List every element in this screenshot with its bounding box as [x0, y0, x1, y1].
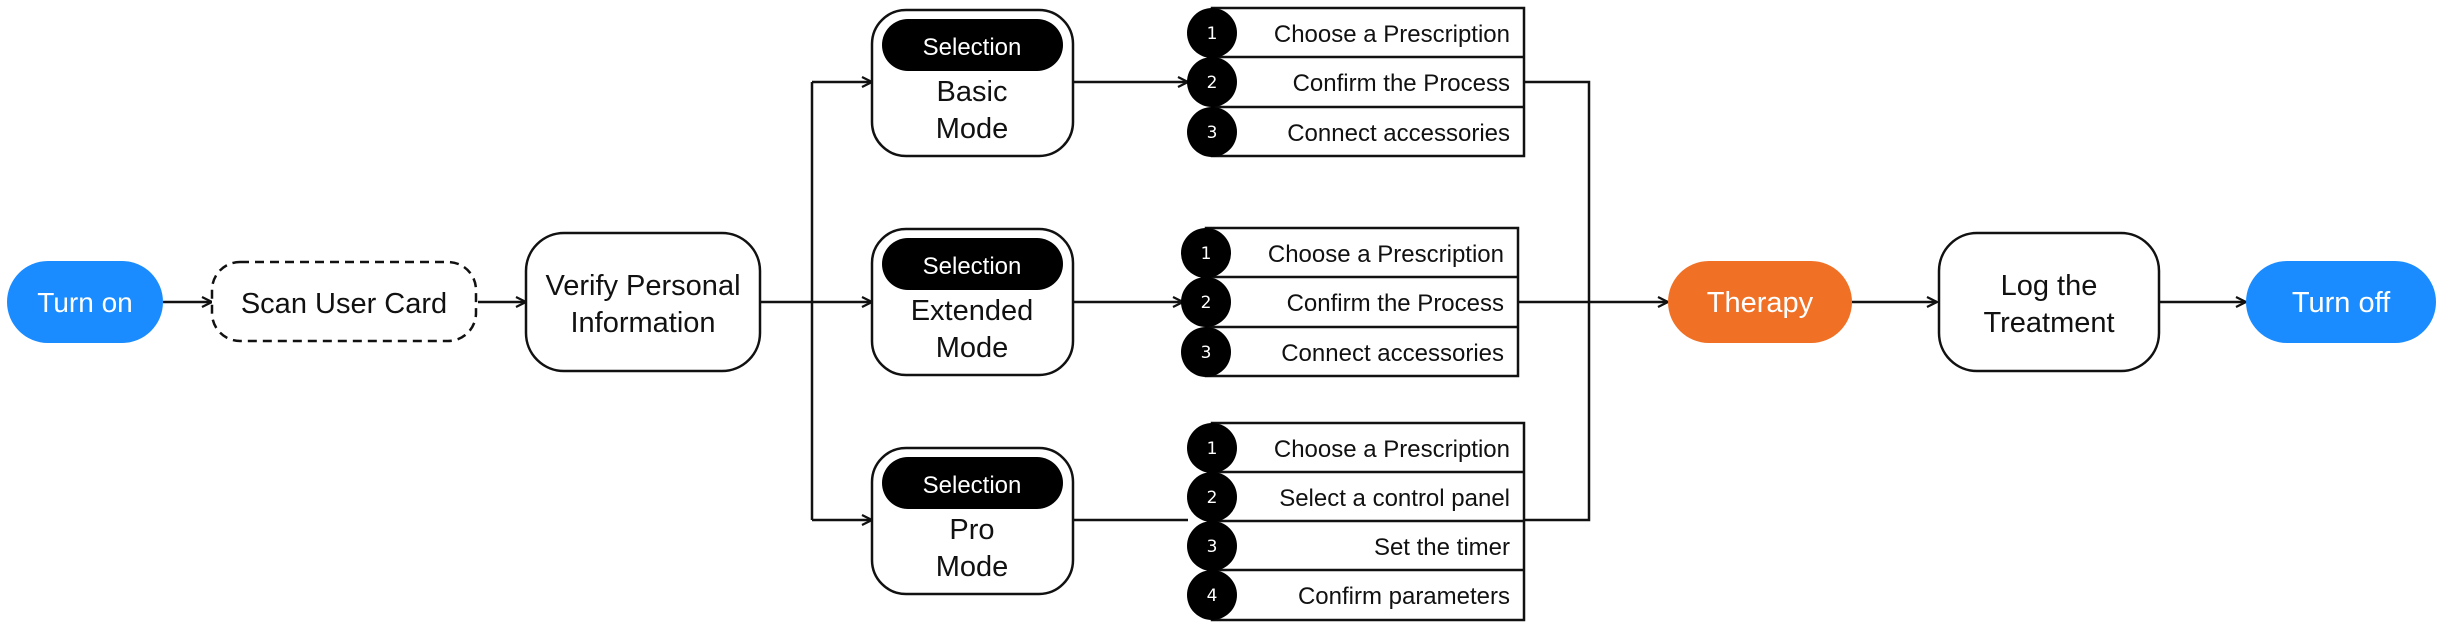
step-number-badge: 2: [1207, 488, 1218, 508]
node-verify-information: Verify Personal Information: [524, 231, 762, 373]
extended-step-1: 1 Choose a Prescription: [1181, 228, 1504, 278]
extended-steps: 1 Choose a Prescription 2 Confirm the Pr…: [1181, 226, 1520, 378]
basic-mode-line1: Basic: [937, 76, 1008, 108]
pro-step-4: 4 Confirm parameters: [1187, 570, 1510, 620]
step-label: Confirm the Process: [1293, 70, 1510, 97]
basic-step-2: 2 Confirm the Process: [1187, 57, 1510, 107]
turn-on-label: Turn on: [37, 287, 132, 318]
step-number-badge: 2: [1207, 73, 1218, 93]
node-extended-mode: Selection Extended Mode: [870, 227, 1075, 377]
step-number-badge: 1: [1207, 439, 1218, 459]
verify-label-line2: Information: [570, 307, 715, 339]
step-label: Choose a Prescription: [1274, 21, 1510, 48]
step-number-badge: 1: [1201, 244, 1212, 264]
extended-selection-tag: Selection: [923, 253, 1022, 280]
step-label: Confirm parameters: [1298, 583, 1510, 610]
therapy-label: Therapy: [1707, 287, 1814, 319]
pro-mode-line2: Mode: [936, 551, 1009, 583]
step-label: Set the timer: [1374, 534, 1510, 561]
extended-step-2: 2 Confirm the Process: [1181, 277, 1504, 327]
node-turn-on: Turn on: [7, 261, 163, 343]
verify-label-line1: Verify Personal: [545, 270, 740, 302]
basic-selection-tag: Selection: [923, 34, 1022, 61]
basic-step-3: 3 Connect accessories: [1187, 107, 1510, 157]
node-turn-off: Turn off: [2246, 261, 2436, 343]
pro-selection-tag: Selection: [923, 472, 1022, 499]
edges: [163, 82, 2246, 520]
node-basic-mode: Selection Basic Mode: [870, 8, 1075, 158]
basic-mode-line2: Mode: [936, 113, 1009, 145]
node-pro-mode: Selection Pro Mode: [870, 446, 1075, 596]
node-log-treatment: Log the Treatment: [1937, 231, 2161, 373]
pro-steps: 1 Choose a Prescription 2 Select a contr…: [1187, 421, 1526, 622]
step-number-badge: 3: [1207, 123, 1218, 143]
step-label: Choose a Prescription: [1268, 241, 1504, 268]
basic-step-1: 1 Choose a Prescription: [1187, 8, 1510, 58]
log-label-line2: Treatment: [1983, 307, 2114, 339]
extended-mode-line1: Extended: [911, 295, 1034, 327]
pro-mode-line1: Pro: [949, 514, 994, 546]
extended-step-3: 3 Connect accessories: [1181, 327, 1504, 377]
step-number-badge: 1: [1207, 24, 1218, 44]
step-label: Connect accessories: [1287, 120, 1510, 147]
step-label: Connect accessories: [1281, 340, 1504, 367]
step-number-badge: 3: [1201, 343, 1212, 363]
step-number-badge: 2: [1201, 293, 1212, 313]
scan-label: Scan User Card: [241, 288, 447, 320]
pro-step-1: 1 Choose a Prescription: [1187, 423, 1510, 473]
step-label: Confirm the Process: [1287, 290, 1504, 317]
step-label: Choose a Prescription: [1274, 436, 1510, 463]
step-number-badge: 4: [1207, 586, 1218, 606]
node-scan-user-card: Scan User Card: [210, 260, 478, 343]
pro-step-3: 3 Set the timer: [1187, 521, 1510, 571]
node-therapy: Therapy: [1668, 261, 1852, 343]
step-number-badge: 3: [1207, 537, 1218, 557]
step-label: Select a control panel: [1279, 485, 1510, 512]
turn-off-label: Turn off: [2292, 287, 2391, 319]
basic-steps: 1 Choose a Prescription 2 Confirm the Pr…: [1187, 6, 1526, 158]
pro-step-2: 2 Select a control panel: [1187, 472, 1510, 522]
extended-mode-line2: Mode: [936, 332, 1009, 364]
log-label-line1: Log the: [2001, 270, 2098, 302]
